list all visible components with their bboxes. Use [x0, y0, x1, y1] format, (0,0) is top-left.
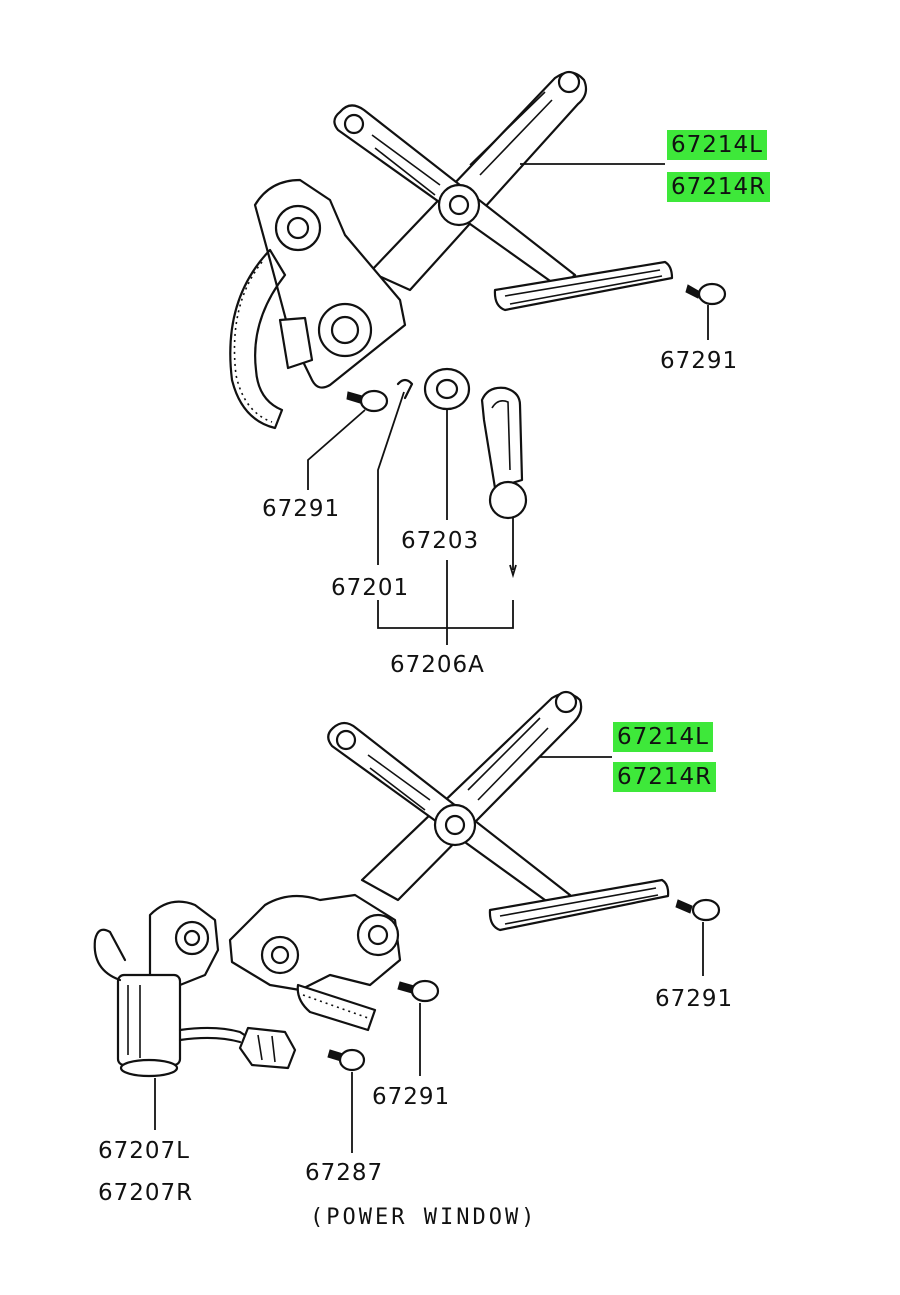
label-67214r-top: 67214R — [667, 172, 771, 202]
label-67291-bottom-mid: 67291 — [372, 1084, 451, 1110]
label-67207r: 67207R — [98, 1180, 194, 1206]
power-window-note: (POWER WINDOW) — [310, 1205, 538, 1230]
label-67291-bottom-right: 67291 — [655, 986, 734, 1012]
motor-67207 — [93, 900, 297, 1078]
power-window-regulator — [93, 690, 721, 1153]
bolt-67291-bottom-right — [675, 898, 721, 922]
label-67214l-top: 67214L — [667, 130, 767, 160]
label-67203: 67203 — [401, 528, 480, 554]
label-67291-top-right: 67291 — [660, 348, 739, 374]
screw-67287 — [327, 1048, 366, 1072]
bolt-67291-top-left — [346, 389, 389, 413]
label-67287: 67287 — [305, 1160, 384, 1186]
label-67291-top-left: 67291 — [262, 496, 341, 522]
bolt-67291-bottom-mid — [397, 979, 440, 1003]
label-67206a: 67206A — [390, 652, 485, 678]
label-67207l: 67207L — [98, 1138, 190, 1164]
label-67214r-bottom: 67214R — [613, 762, 717, 792]
label-67201: 67201 — [331, 575, 410, 601]
manual-window-regulator — [229, 70, 727, 645]
label-67214l-bottom: 67214L — [613, 722, 713, 752]
clip-67201-shape — [396, 378, 414, 400]
bolt-67291-top-right — [685, 282, 727, 306]
